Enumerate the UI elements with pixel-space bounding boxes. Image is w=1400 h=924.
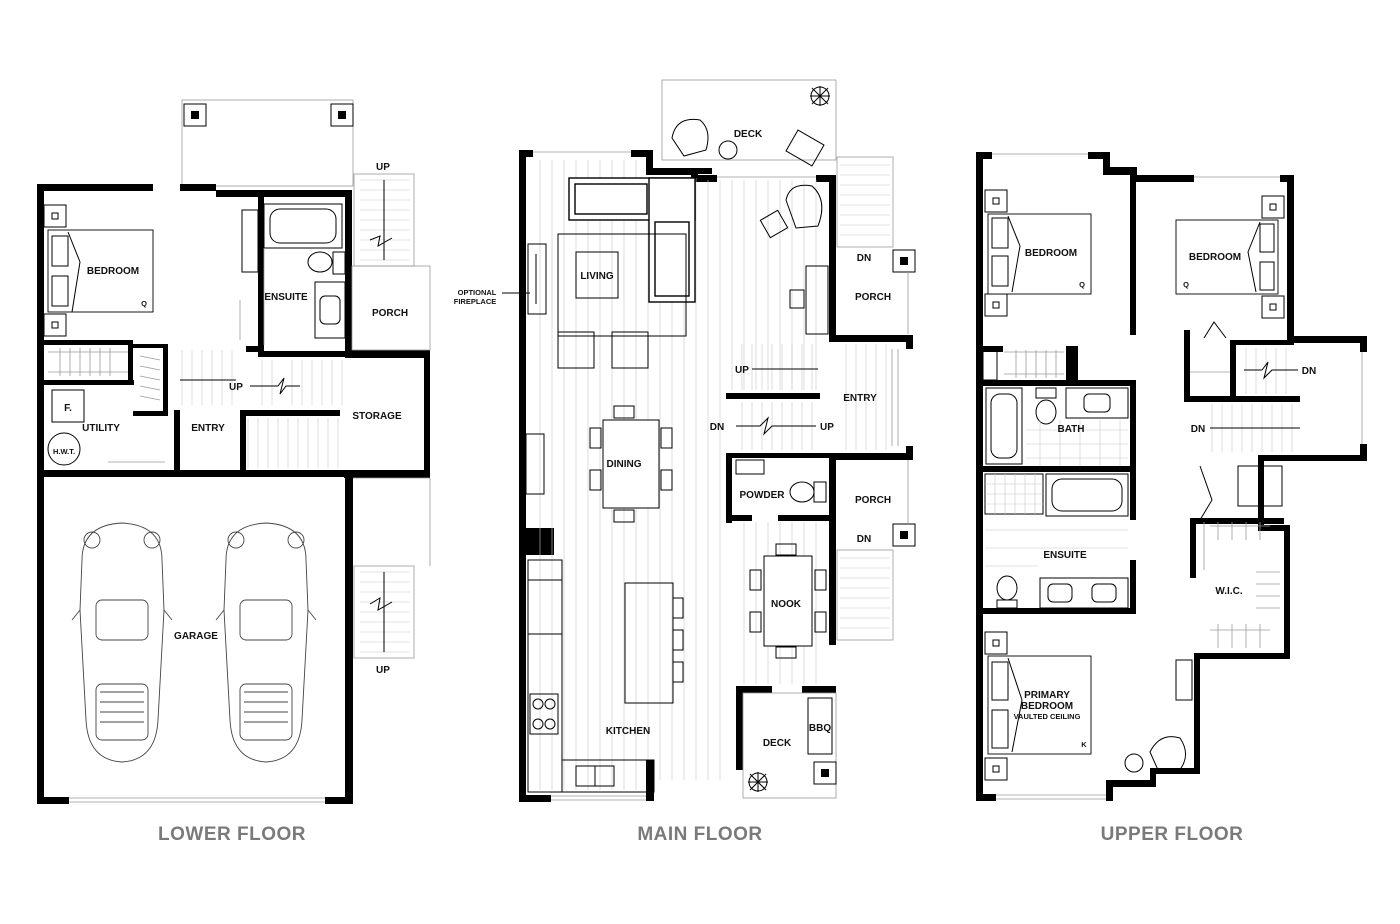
toilet-icon <box>996 575 1018 601</box>
desk-icon <box>805 265 829 335</box>
bed-size-label: Q <box>1183 280 1189 289</box>
stair-label-up: UP <box>229 382 243 393</box>
vanity-icon <box>1065 387 1129 419</box>
vanity-icon <box>1039 577 1129 609</box>
room-label-ensuite: ENSUITE <box>1043 550 1087 561</box>
bed-icon <box>1175 219 1279 295</box>
toilet-icon <box>1035 399 1057 425</box>
armchair-icon <box>557 331 595 369</box>
room-label-deck: DECK <box>734 129 763 140</box>
room-label-utility: UTILITY <box>82 423 120 434</box>
floor-title-lower: LOWER FLOOR <box>158 824 306 845</box>
car-icon <box>215 522 317 763</box>
dining-table-icon <box>589 405 673 523</box>
room-label-primary-bedroom: BEDROOM <box>1021 701 1073 712</box>
nook-table-icon <box>749 543 827 659</box>
room-label-powder: POWDER <box>740 490 786 501</box>
bed-size-label: Q <box>141 299 147 308</box>
stair-label-dn: DN <box>710 422 724 433</box>
toilet-icon <box>307 251 333 273</box>
armchair-icon <box>785 184 823 229</box>
room-label-porch: PORCH <box>372 308 408 319</box>
main-floor-plan: DECK LIVING OPTIONAL FIREPLACE PORCH ENT… <box>454 79 916 802</box>
room-label-bath: BATH <box>1057 424 1084 435</box>
bed-size-label: Q <box>1079 280 1085 289</box>
bed-icon <box>47 229 154 313</box>
chair-icon <box>671 118 709 157</box>
stair-label-up: UP <box>376 665 390 676</box>
fireplace-label: FIREPLACE <box>454 297 497 306</box>
room-label-garage: GARAGE <box>174 631 218 642</box>
room-label-entry: ENTRY <box>191 423 225 434</box>
room-label-wic: W.I.C. <box>1215 586 1242 597</box>
room-label-ensuite: ENSUITE <box>264 292 308 303</box>
stair-label-up: UP <box>820 422 834 433</box>
lower-floor-plan: BEDROOM Q ENSUITE PORCH F. UTILITY H.W.T… <box>37 99 431 804</box>
room-label-dining: DINING <box>607 459 642 470</box>
bed-icon <box>987 655 1092 755</box>
car-icon <box>71 522 173 763</box>
rug-icon <box>557 233 687 337</box>
bed-size-label: K <box>1081 740 1087 749</box>
room-label-vaulted-ceiling: VAULTED CEILING <box>1014 712 1081 721</box>
room-label-bedroom: BEDROOM <box>87 266 139 277</box>
room-label-furnace: F. <box>64 403 72 414</box>
toilet-icon <box>789 481 815 503</box>
stair-label-dn: DN <box>1191 424 1205 435</box>
room-label-bbq: BBQ <box>809 723 831 734</box>
room-label-nook: NOOK <box>771 599 802 610</box>
lounge-chair-icon <box>785 129 825 167</box>
sofa-icon <box>568 177 696 303</box>
post-icon <box>892 249 916 273</box>
room-label-porch: PORCH <box>855 495 891 506</box>
bed-icon <box>987 213 1092 295</box>
room-label-storage: STORAGE <box>352 411 402 422</box>
room-label-kitchen: KITCHEN <box>606 726 650 737</box>
room-label-bedroom: BEDROOM <box>1025 248 1077 259</box>
room-label-bedroom: BEDROOM <box>1189 252 1241 263</box>
room-label-entry: ENTRY <box>843 393 877 404</box>
bbq-icon <box>807 697 833 755</box>
stair-label-up: UP <box>735 365 749 376</box>
stair-label-dn: DN <box>857 534 871 545</box>
post-icon <box>813 761 837 785</box>
room-label-porch: PORCH <box>855 292 891 303</box>
room-label-living: LIVING <box>580 271 614 282</box>
armchair-icon <box>1149 736 1186 773</box>
room-label-hwt: H.W.T. <box>53 447 75 456</box>
fireplace-label: OPTIONAL <box>458 288 497 297</box>
floor-title-upper: UPPER FLOOR <box>1101 824 1244 845</box>
post-icon <box>330 103 354 127</box>
room-label-deck: DECK <box>763 738 792 749</box>
furnace-icon <box>51 389 85 423</box>
stair-label-dn: DN <box>1302 366 1316 377</box>
room-label-primary-bedroom: PRIMARY <box>1024 690 1070 701</box>
stove-icon <box>529 693 559 735</box>
stair-label-up: UP <box>376 162 390 173</box>
fireplace-icon <box>527 243 547 315</box>
stair-label-dn: DN <box>857 253 871 264</box>
post-icon <box>892 523 916 547</box>
upper-floor-plan: BEDROOM Q BEDROOM Q BATH ENSUITE W.I.C. … <box>976 152 1367 801</box>
water-heater-icon <box>47 432 81 466</box>
bathtub-icon <box>263 203 343 249</box>
post-icon <box>183 103 207 127</box>
coffee-table-icon <box>575 251 619 299</box>
bathtub-icon <box>1045 473 1129 517</box>
floor-title-main: MAIN FLOOR <box>637 824 762 845</box>
armchair-icon <box>611 331 649 369</box>
kitchen-island-icon <box>624 582 674 704</box>
bathtub-icon <box>985 387 1023 465</box>
